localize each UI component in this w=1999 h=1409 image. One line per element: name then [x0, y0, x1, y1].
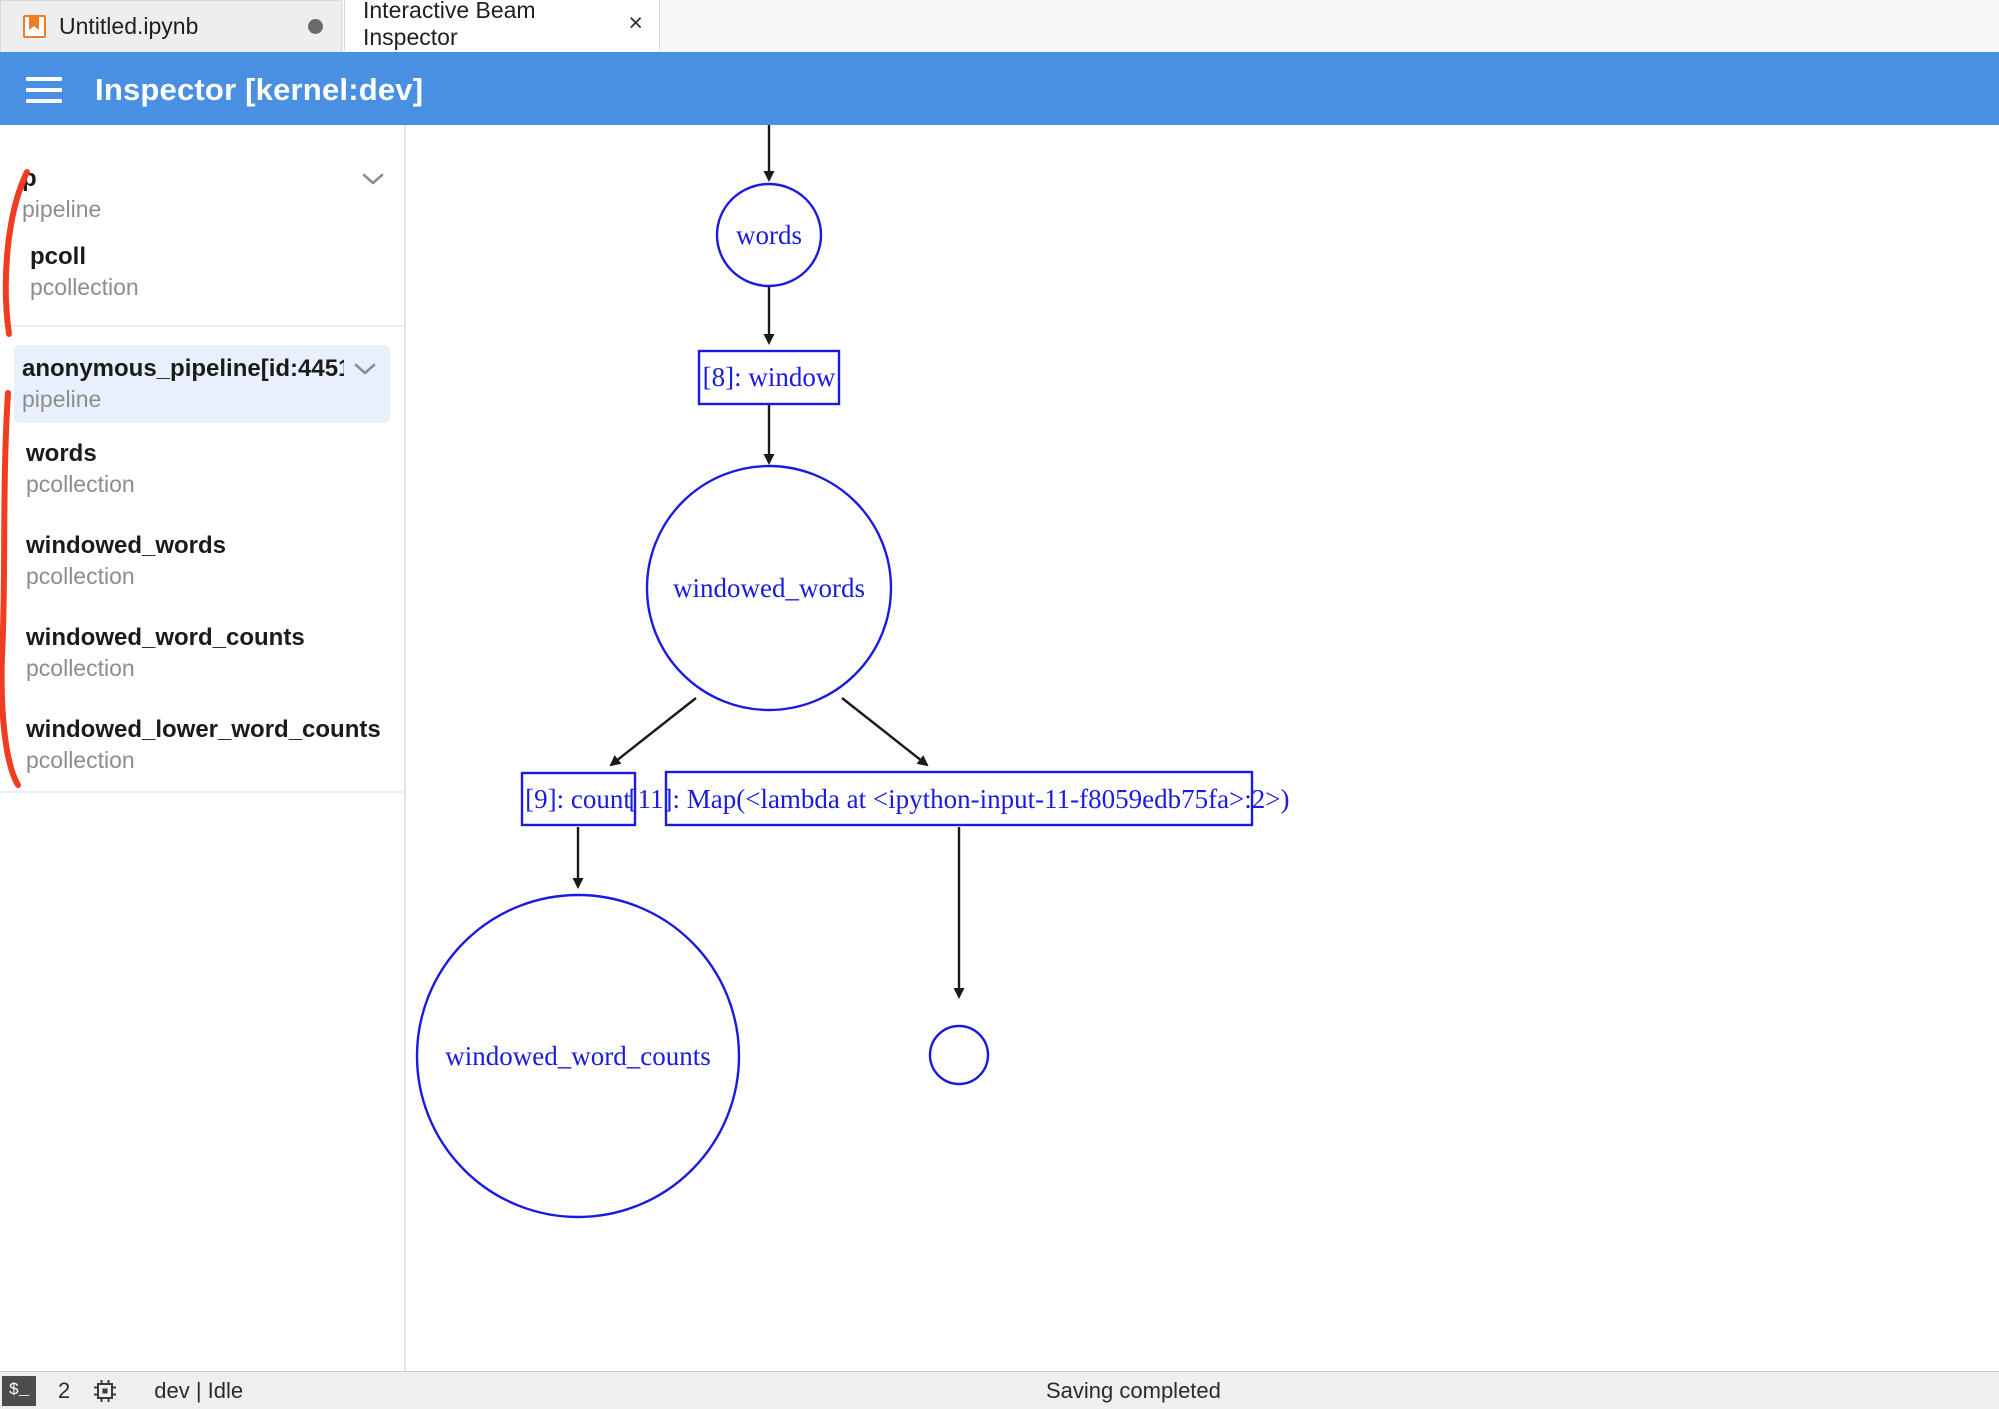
edge-windowed-words-to-count — [609, 697, 697, 767]
sidebar-item-windowed-lower-word-counts-type: pcollection — [26, 747, 135, 773]
sidebar-item-p-row: p — [22, 165, 384, 193]
terminal-icon[interactable]: $_ — [2, 1375, 36, 1406]
sidebar-group2-spacer — [0, 327, 404, 345]
main-body: p pipeline pcoll pcollection anonymous_p… — [0, 125, 1999, 1371]
tab-inspector-label: Interactive Beam Inspector — [363, 0, 536, 50]
edge-windowed-words-to-map — [841, 697, 929, 767]
sidebar-item-p[interactable]: p pipeline — [0, 155, 404, 233]
graph-node-window[interactable]: [8]: window — [697, 349, 841, 406]
sidebar-item-anonymous-pipeline[interactable]: anonymous_pipeline[id:44516… pipeline — [14, 345, 390, 423]
save-status: Saving completed — [1046, 1377, 1221, 1403]
graph-node-count-label: [9]: count — [525, 784, 631, 814]
sidebar-item-windowed-words-label: windowed_words — [26, 532, 227, 559]
inspector-header: Inspector [kernel:dev] — [0, 55, 1999, 125]
tab-untitled-notebook[interactable]: Untitled.ipynb — [0, 0, 342, 52]
sidebar-item-windowed-word-counts-type: pcollection — [26, 655, 135, 681]
sidebar-item-words-type: pcollection — [26, 471, 135, 497]
chevron-down-icon[interactable] — [354, 363, 376, 376]
sidebar-item-windowed-word-counts-label: windowed_word_counts — [26, 624, 305, 651]
close-icon[interactable]: × — [628, 9, 643, 37]
graph-node-map-label: [11]: Map(<lambda at <ipython-input-11-f… — [629, 784, 1290, 814]
chevron-down-icon[interactable] — [362, 173, 384, 186]
sidebar-item-anonymous-pipeline-label: anonymous_pipeline[id:44516… — [22, 355, 344, 382]
sidebar-item-windowed-lower-word-counts-label: windowed_lower_word_counts — [26, 716, 381, 743]
tab-interactive-beam-inspector[interactable]: Interactive Beam Inspector × — [344, 0, 660, 52]
status-bar: $_ 2 dev | Idle Saving completed — [0, 1371, 1999, 1409]
sidebar-group-anonymous-pipeline: anonymous_pipeline[id:44516… pipeline wo… — [0, 327, 404, 793]
cpu-chip-icon[interactable] — [92, 1378, 118, 1404]
graph-node-windowed-words[interactable]: windowed_words — [645, 464, 893, 712]
sidebar-item-windowed-words[interactable]: windowed_words pcollection — [0, 515, 404, 607]
graph-nodes: words [8]: window windowed_words [9]: co… — [415, 182, 1290, 1219]
sidebar-item-words-label: words — [26, 440, 97, 467]
sidebar-top-spacer — [0, 125, 404, 155]
tab-bar: Untitled.ipynb Interactive Beam Inspecto… — [0, 0, 1999, 55]
unsaved-dot-icon[interactable] — [308, 19, 323, 34]
sidebar-item-pcoll-type: pcollection — [30, 274, 139, 300]
sidebar-item-anonymous-pipeline-row: anonymous_pipeline[id:44516… — [22, 355, 376, 383]
notebook-icon — [23, 15, 46, 38]
pipeline-graph: words [8]: window windowed_words [9]: co… — [415, 125, 1290, 1219]
tab-untitled-left: Untitled.ipynb — [23, 13, 198, 40]
sidebar-item-windowed-lower-word-counts[interactable]: windowed_lower_word_counts pcollection — [0, 699, 404, 791]
graph-node-window-label: [8]: window — [703, 362, 836, 392]
tab-untitled-label: Untitled.ipynb — [59, 13, 199, 39]
sidebar-item-pcoll[interactable]: pcoll pcollection — [0, 233, 404, 311]
sidebar-item-pcoll-label: pcoll — [30, 243, 87, 270]
graph-node-windowed-word-counts[interactable]: windowed_word_counts — [415, 893, 741, 1219]
graph-node-count[interactable]: [9]: count — [520, 771, 637, 827]
graph-node-lower-pcoll[interactable] — [928, 1024, 990, 1086]
terminal-count: 2 — [58, 1377, 71, 1403]
sidebar-item-anonymous-pipeline-type: pipeline — [22, 386, 102, 412]
sidebar-item-p-label: p — [22, 165, 37, 192]
graph-edges — [572, 125, 965, 999]
page-title: Inspector [kernel:dev] — [95, 72, 424, 107]
graph-node-map[interactable]: [11]: Map(<lambda at <ipython-input-11-f… — [629, 770, 1290, 827]
graph-node-words[interactable]: words — [715, 182, 823, 288]
sidebar-item-windowed-word-counts[interactable]: windowed_word_counts pcollection — [0, 607, 404, 699]
sidebar-item-p-type: pipeline — [22, 196, 102, 222]
sidebar-item-windowed-words-type: pcollection — [26, 563, 135, 589]
hamburger-icon[interactable] — [26, 77, 62, 103]
sidebar-item-words[interactable]: words pcollection — [0, 423, 404, 515]
inspectables-sidebar[interactable]: p pipeline pcoll pcollection anonymous_p… — [0, 125, 406, 1371]
graph-node-words-label: words — [736, 220, 802, 250]
sidebar-group-p: p pipeline pcoll pcollection — [0, 125, 404, 327]
pipeline-graph-canvas[interactable]: words [8]: window windowed_words [9]: co… — [406, 125, 1999, 1371]
sidebar-group-spacer — [0, 311, 404, 325]
graph-node-windowed-words-label: windowed_words — [673, 573, 865, 603]
kernel-status[interactable]: dev | Idle — [154, 1377, 244, 1403]
graph-node-windowed-word-counts-label: windowed_word_counts — [445, 1041, 710, 1071]
